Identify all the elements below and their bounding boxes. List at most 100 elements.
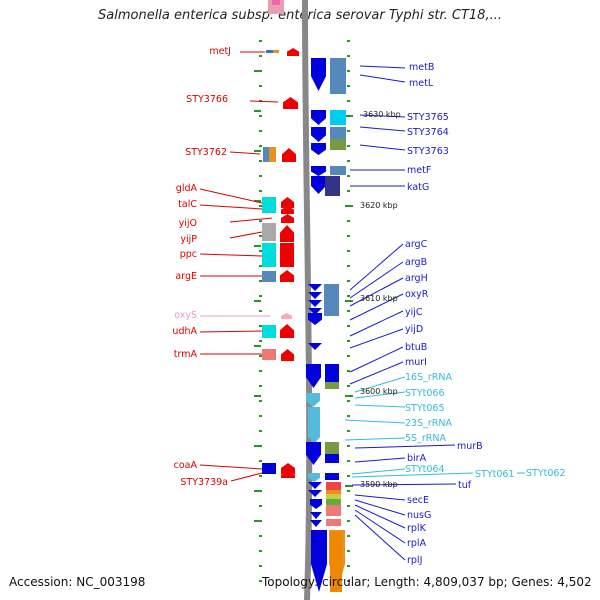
tick-mark	[254, 520, 261, 522]
gene-label-right[interactable]: oxyR	[405, 289, 429, 300]
gene-label-right[interactable]: STY3763	[407, 146, 449, 157]
leader-line	[344, 437, 406, 441]
gene-label-left[interactable]: gldA	[176, 183, 198, 194]
gene-label-left[interactable]: udhA	[172, 326, 197, 337]
gene-label-left[interactable]: STY3766	[186, 94, 228, 105]
tick-mark	[347, 160, 350, 162]
leader-line	[199, 253, 263, 257]
leader-line	[199, 330, 263, 333]
tick-mark	[254, 395, 261, 397]
gene-label-right[interactable]: nusG	[407, 510, 431, 521]
gene-label-left[interactable]: trmA	[174, 349, 198, 360]
tick-mark	[259, 250, 262, 252]
gene-label-left[interactable]: oxyS	[174, 310, 197, 321]
gene-label-right[interactable]: katG	[407, 182, 429, 193]
gene-label-right[interactable]: STYt066	[405, 388, 445, 399]
gene-label-right[interactable]: argC	[405, 239, 428, 250]
gene-label-left[interactable]: metJ	[209, 46, 231, 57]
gene-label-left[interactable]: ppc	[180, 249, 197, 260]
gene-label-right[interactable]: murB	[457, 441, 483, 452]
leader-line	[354, 444, 456, 449]
tick-mark	[259, 460, 262, 462]
gene-label-left[interactable]: yijO	[179, 218, 197, 229]
leader-line	[199, 188, 263, 204]
gene-arrow	[281, 214, 294, 223]
gene-label-right[interactable]: rplK	[407, 523, 427, 534]
tick-mark	[347, 325, 350, 327]
gene-arrow	[280, 225, 294, 242]
gene-arrow	[281, 463, 295, 474]
gene-label-right[interactable]: STYt064	[405, 464, 445, 475]
tick-mark	[347, 415, 350, 417]
tick-mark	[254, 150, 261, 152]
gene-arrow	[308, 473, 320, 482]
tick-mark	[347, 55, 350, 57]
gene-arrow	[281, 197, 294, 208]
gene-label-right[interactable]: rplJ	[407, 555, 422, 566]
tick-mark	[347, 235, 350, 237]
tick-mark	[259, 370, 262, 372]
gene-label-right[interactable]: STYt062	[526, 468, 566, 479]
scale-label: 3590 kbp	[360, 480, 398, 489]
tick-mark	[259, 340, 262, 342]
gene-label-right[interactable]: STYt061	[475, 469, 515, 480]
gene-label-right[interactable]: metF	[407, 165, 431, 176]
gene-label-right[interactable]: STYt065	[405, 403, 445, 414]
gene-label-right[interactable]: STY3765	[407, 112, 449, 123]
tick-mark	[347, 535, 350, 537]
gene-label-left[interactable]: talC	[178, 199, 197, 210]
tick-mark	[347, 370, 350, 372]
gene-label-right[interactable]: rplA	[407, 538, 427, 549]
gene-chevron	[308, 284, 322, 291]
topology-text: Topology: circular; Length: 4,809,037 bp…	[262, 575, 592, 589]
gene-label-left[interactable]: yijP	[180, 234, 197, 245]
gene-label-left[interactable]: coaA	[174, 460, 198, 471]
gene-chevron	[308, 308, 322, 315]
gene-label-right[interactable]: metL	[409, 78, 434, 89]
gene-label-right[interactable]: 5S_rRNA	[405, 433, 446, 444]
gene-arrow	[306, 364, 321, 388]
gene-label-right[interactable]: murI	[405, 357, 427, 368]
gene-label-right[interactable]: btuB	[405, 342, 427, 353]
tick-mark	[347, 385, 350, 387]
leader-line	[354, 404, 406, 408]
gene-label-right[interactable]: secE	[407, 495, 429, 506]
gene-block	[325, 382, 339, 389]
gene-label-left[interactable]: argE	[175, 271, 197, 282]
gene-block	[326, 482, 341, 490]
gene-block	[330, 58, 346, 94]
leader-line	[359, 65, 406, 69]
gene-block	[272, 0, 280, 5]
gene-chevron	[308, 437, 320, 444]
gene-label-left[interactable]: STY3739a	[180, 477, 228, 488]
gene-label-right[interactable]: 16S_rRNA	[405, 372, 452, 383]
gene-label-right[interactable]: metB	[409, 62, 434, 73]
leader-line	[349, 243, 404, 291]
gene-label-right[interactable]: STY3764	[407, 127, 449, 138]
gene-label-right[interactable]: yijD	[405, 324, 423, 335]
scale-label: 3630 kbp	[363, 110, 401, 119]
gene-label-right[interactable]: 23S_rRNA	[405, 418, 452, 429]
gene-label-right[interactable]: birA	[407, 453, 427, 464]
tick-mark	[347, 310, 350, 312]
gene-block	[263, 147, 269, 162]
gene-block	[273, 50, 279, 53]
gene-block	[262, 349, 276, 360]
gene-arrow	[311, 110, 326, 125]
gene-block	[326, 490, 341, 494]
gene-label-right[interactable]: yijC	[405, 307, 423, 318]
tick-mark	[347, 145, 350, 147]
tick-mark	[259, 235, 262, 237]
gene-label-right[interactable]: argH	[405, 273, 428, 284]
gene-block	[326, 499, 341, 505]
gene-label-right[interactable]: argB	[405, 257, 427, 268]
tick-mark	[259, 295, 262, 297]
leader-line	[229, 231, 263, 239]
gene-arrow	[311, 530, 327, 592]
gene-label-left[interactable]: STY3762	[185, 147, 227, 158]
gene-label-right[interactable]: tuf	[458, 480, 472, 491]
gene-block	[308, 407, 320, 437]
leader-line	[359, 74, 406, 83]
